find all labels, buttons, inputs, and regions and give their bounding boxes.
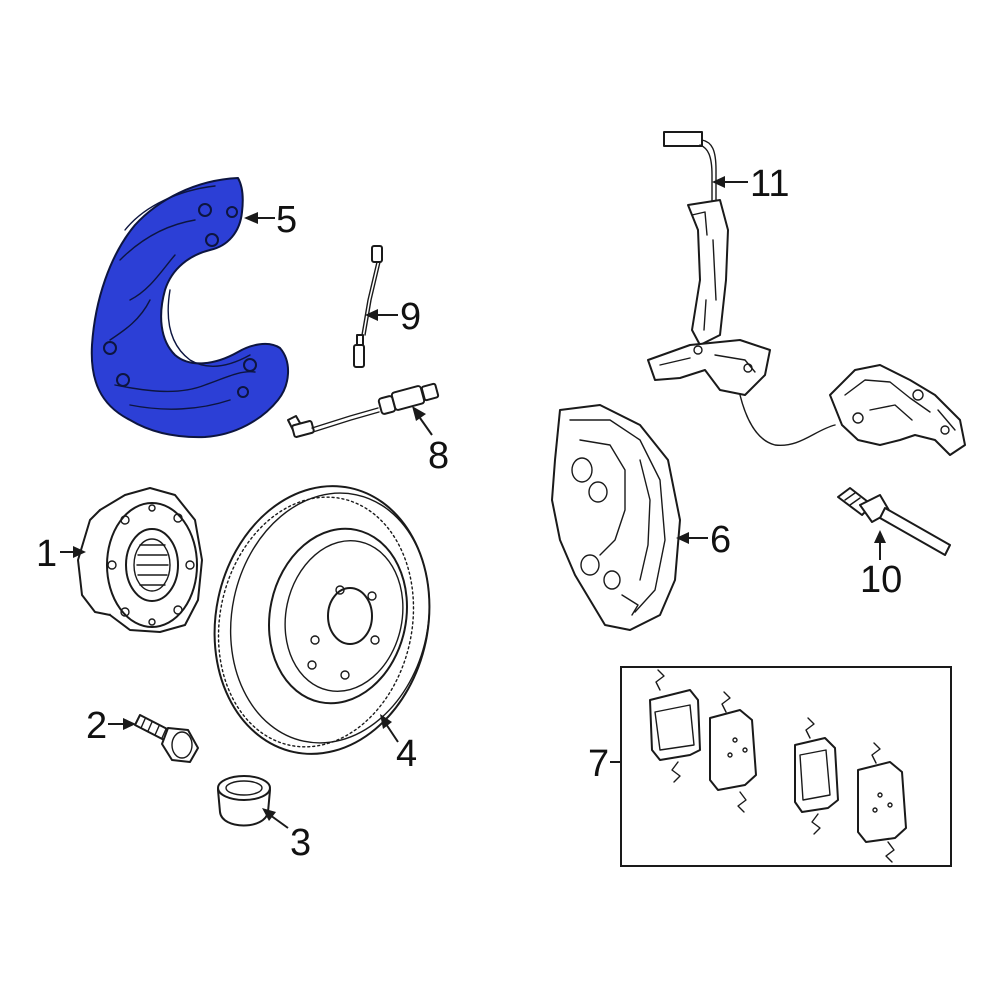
callout-2[interactable]: 2	[86, 705, 107, 747]
splash-shield-rib-upper	[109, 219, 196, 341]
callout-4[interactable]: 4	[396, 733, 417, 775]
mount-hole-5	[116, 373, 130, 387]
part-1-hub-bearing[interactable]	[77, 487, 203, 633]
part-8-wear-sensor[interactable]	[287, 382, 440, 438]
callout-1[interactable]: 1	[36, 533, 57, 575]
callout-10[interactable]: 10	[860, 559, 902, 601]
splash-shield-rib-lower	[114, 370, 256, 410]
splash-shield-edge	[124, 185, 251, 367]
mount-hole-1	[198, 203, 212, 217]
part-4-brake-rotor[interactable]	[190, 466, 454, 774]
part-9-wear-sensor[interactable]	[353, 245, 383, 368]
part-2-bolt[interactable]	[134, 714, 199, 763]
mount-hole-3	[205, 233, 219, 247]
mount-hole-6	[243, 358, 257, 372]
callout-8[interactable]: 8	[428, 435, 449, 477]
callout-11[interactable]: 11	[750, 163, 789, 205]
part-6-caliper[interactable]	[551, 404, 681, 631]
part-5-splash-shield[interactable]	[90, 177, 289, 439]
splash-shield-body[interactable]	[90, 177, 289, 439]
part-11-abs-harness[interactable]	[647, 131, 966, 456]
mount-hole-4	[103, 341, 117, 355]
mount-hole-7	[237, 386, 249, 398]
callout-3[interactable]: 3	[290, 822, 311, 864]
callout-6[interactable]: 6	[710, 519, 731, 561]
callout-7[interactable]: 7	[588, 743, 609, 785]
callout-leaders	[60, 176, 886, 829]
part-7-brake-pads[interactable]	[620, 666, 952, 867]
mount-hole-2	[226, 206, 238, 218]
callout-5[interactable]: 5	[276, 199, 297, 241]
part-10-speed-sensor[interactable]	[837, 487, 951, 556]
pads-box	[620, 666, 952, 867]
callout-labels: 5 9 8 11 6 10 1 2 3 4 7	[36, 163, 902, 864]
part-3-cap[interactable]	[217, 775, 271, 827]
callout-9[interactable]: 9	[400, 296, 421, 338]
